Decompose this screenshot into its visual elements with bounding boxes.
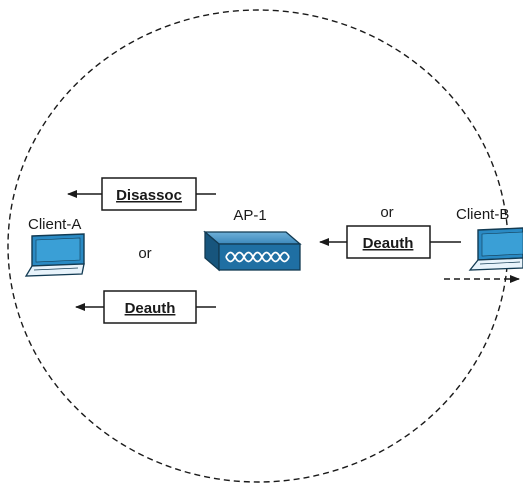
client-a-label: Client-A bbox=[28, 216, 81, 233]
deauth-frame-a: Deauth bbox=[75, 290, 216, 324]
access-point-icon bbox=[203, 230, 302, 272]
client-b-label: Client-B bbox=[456, 206, 509, 223]
disassoc-frame-a: Disassoc bbox=[67, 177, 216, 211]
deauth-frame-b: Deauth bbox=[319, 225, 461, 259]
or-label-a: or bbox=[138, 245, 151, 262]
client-a-laptop-icon bbox=[24, 233, 85, 277]
deauth-label-a: Deauth bbox=[125, 300, 176, 317]
client-b-laptop-icon bbox=[468, 227, 523, 271]
disassoc-label-a: Disassoc bbox=[116, 187, 182, 204]
deauth-label-b: Deauth bbox=[363, 235, 414, 252]
ap-label: AP-1 bbox=[233, 207, 266, 224]
or-label-b: or bbox=[380, 204, 393, 221]
